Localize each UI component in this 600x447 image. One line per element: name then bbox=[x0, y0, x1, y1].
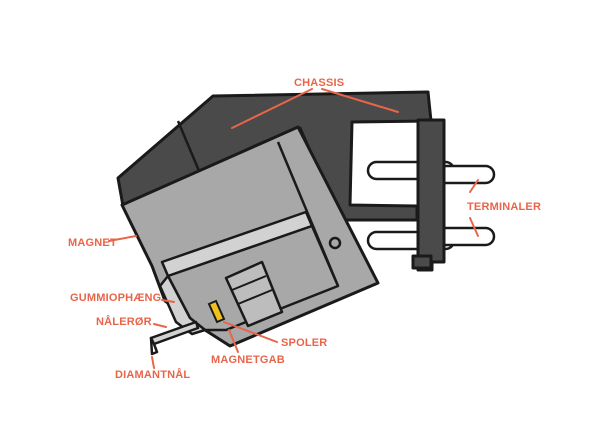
leader-terminals-upper bbox=[469, 179, 479, 193]
coil bbox=[207, 299, 226, 324]
coil-housing bbox=[224, 260, 284, 328]
label-terminals: TERMINALER bbox=[467, 201, 541, 213]
label-magnet: MAGNET bbox=[68, 237, 117, 249]
body-screw bbox=[328, 236, 342, 250]
leader-diamond-stylus bbox=[151, 356, 155, 369]
leader-coils bbox=[223, 321, 278, 343]
cartridge-body bbox=[120, 125, 380, 348]
leader-lines bbox=[108, 88, 479, 369]
label-cantilever: NÅLERØR bbox=[96, 315, 152, 328]
terminal-pins bbox=[366, 160, 496, 251]
terminal-block bbox=[411, 118, 446, 272]
label-rubber-damper: GUMMIOPHÆNG bbox=[70, 292, 161, 304]
label-chassis: CHASSIS bbox=[294, 77, 344, 89]
labels: CHASSIS TERMINALER MAGNET GUMMIOPHÆNG NÅ… bbox=[68, 77, 541, 381]
leader-magnet bbox=[108, 235, 137, 242]
leader-terminals-lower bbox=[469, 217, 479, 237]
chassis-facet bbox=[176, 120, 204, 179]
label-magnet-gap: MAGNETGAB bbox=[211, 354, 285, 366]
leader-cantilever bbox=[153, 323, 167, 328]
label-diamond-stylus: DIAMANTNÅL bbox=[115, 368, 190, 381]
leader-magnet-gap bbox=[228, 329, 239, 353]
back-plate bbox=[416, 118, 446, 272]
leader-chassis-right bbox=[321, 88, 399, 113]
leader-chassis-left bbox=[231, 88, 313, 129]
stylus-assembly bbox=[149, 274, 207, 356]
diamond-stylus bbox=[149, 336, 159, 356]
leader-rubber-damper bbox=[161, 299, 175, 303]
back-plate-tab bbox=[411, 254, 433, 270]
rubber-damper bbox=[158, 274, 207, 336]
coil-housing-detail bbox=[231, 275, 273, 305]
label-coils: SPOLER bbox=[281, 337, 327, 349]
